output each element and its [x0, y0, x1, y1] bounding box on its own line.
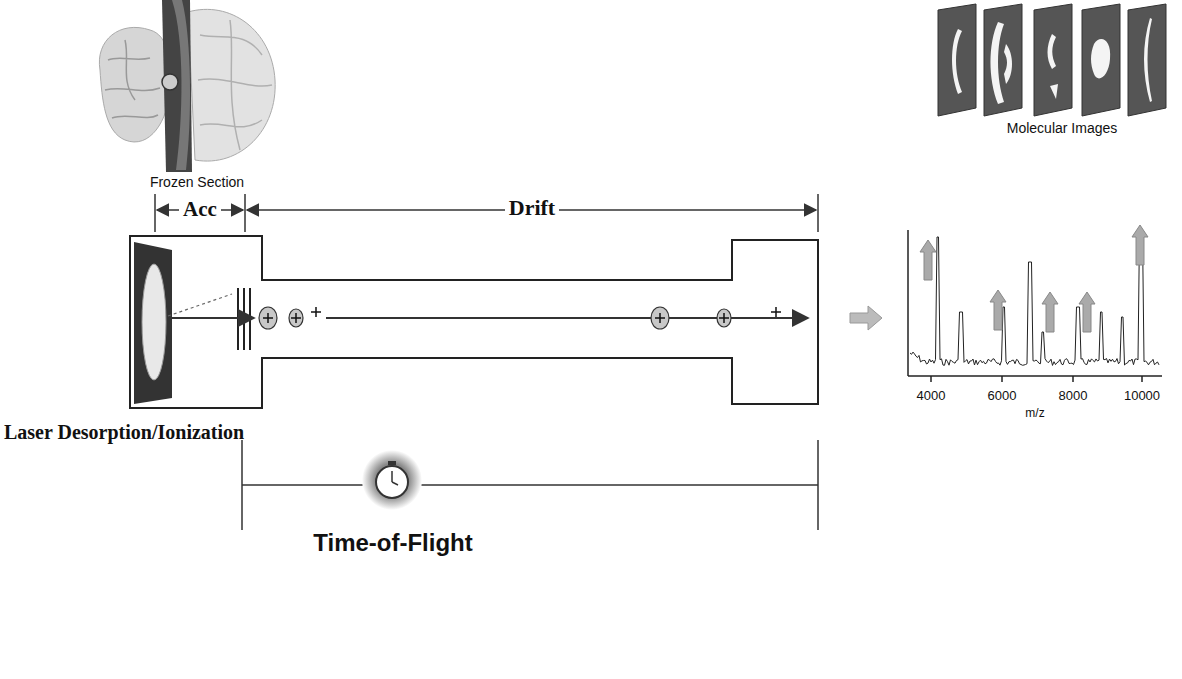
time-bracket	[242, 484, 818, 486]
peak-arrow	[1132, 225, 1148, 265]
flight-tube	[130, 236, 818, 408]
flow-arrow	[850, 306, 882, 330]
ion-symbol	[775, 307, 777, 317]
flight-tube	[142, 264, 166, 380]
clock-icon	[376, 466, 408, 498]
molecular-image	[1144, 18, 1152, 102]
region-label: Drift	[505, 196, 559, 220]
flight-tube	[326, 317, 808, 319]
section-label: Frozen Section	[150, 175, 244, 190]
axis-tick: 4000	[917, 389, 946, 403]
brain-illustration	[162, 0, 192, 172]
brain-illustration	[198, 20, 272, 150]
peak-arrow	[1079, 292, 1095, 332]
spectrum-axes	[930, 376, 932, 382]
panel-label: Molecular Images	[1007, 121, 1118, 136]
peak-arrow	[920, 240, 936, 280]
molecular-image	[1128, 4, 1166, 116]
ion-symbol	[289, 309, 303, 327]
ion-symbol	[315, 307, 317, 317]
ion-symbol	[267, 313, 269, 323]
ion-symbol	[651, 307, 669, 329]
dimension-bracket	[244, 194, 246, 232]
molecular-image	[938, 4, 976, 116]
brain-illustration	[105, 40, 160, 118]
axis-tick: 10000	[1124, 389, 1160, 403]
brain-illustration	[188, 9, 275, 161]
ion-symbol	[651, 307, 669, 329]
brain-illustration	[162, 74, 178, 90]
spectrum-axes	[1141, 376, 1143, 382]
clock-icon	[391, 471, 393, 482]
ion-symbol	[717, 309, 731, 327]
spectrum-axes	[907, 230, 909, 376]
clock-icon	[362, 450, 422, 510]
brain-illustration	[99, 27, 170, 142]
spectrum-axes	[1072, 376, 1074, 382]
ion-symbols	[259, 307, 781, 329]
ion-symbol	[259, 307, 277, 329]
ion-symbol	[289, 309, 303, 327]
ion-symbol	[771, 307, 781, 317]
clock-icon	[388, 461, 396, 465]
spectrum-axes	[908, 230, 1162, 382]
ion-symbol	[723, 313, 725, 323]
molecular-image	[952, 29, 962, 94]
ion-symbol	[311, 307, 321, 317]
clock-icon	[362, 450, 422, 510]
ion-symbol	[295, 313, 297, 323]
molecular-image	[1034, 4, 1072, 116]
process-label: Time-of-Flight	[313, 530, 473, 556]
flight-tube	[130, 236, 818, 408]
flight-tube	[134, 242, 172, 404]
molecular-image	[984, 4, 1022, 116]
axis-title: m/z	[1025, 407, 1044, 420]
peak-arrow	[990, 290, 1006, 330]
peak-arrow	[1042, 292, 1058, 332]
flight-tube	[168, 294, 232, 316]
dimension-bracket	[817, 194, 819, 232]
molecular-image	[984, 4, 1022, 116]
spectrum-axes	[1001, 376, 1003, 382]
region-label: Acc	[179, 198, 221, 221]
ion-symbol	[259, 307, 277, 329]
molecular-image	[1034, 4, 1072, 116]
spectrum-trace	[910, 232, 1159, 365]
ion-symbol	[717, 309, 731, 327]
axis-tick: 6000	[988, 389, 1017, 403]
time-bracket	[242, 440, 818, 530]
dimension-bracket	[155, 194, 818, 232]
molecular-image	[1082, 4, 1120, 116]
axis-tick: 8000	[1059, 389, 1088, 403]
peak-arrows	[920, 225, 1148, 332]
molecular-image	[1091, 39, 1110, 78]
spectrum-axes	[908, 375, 1162, 377]
molecular-image	[938, 4, 976, 116]
clock-icon	[392, 482, 398, 485]
molecular-image	[1082, 4, 1120, 116]
molecular-image	[991, 22, 1013, 104]
molecular-image-panels	[938, 4, 1166, 116]
spectrum-trace	[910, 232, 1159, 365]
ion-symbol	[659, 313, 661, 323]
molecular-image	[1128, 4, 1166, 116]
flow-arrow	[850, 306, 882, 330]
dimension-bracket	[154, 194, 156, 232]
process-label: Laser Desorption/Ionization	[4, 421, 244, 443]
flight-tube	[168, 317, 254, 319]
molecular-image	[1048, 34, 1059, 99]
brain-illustration	[99, 0, 275, 172]
